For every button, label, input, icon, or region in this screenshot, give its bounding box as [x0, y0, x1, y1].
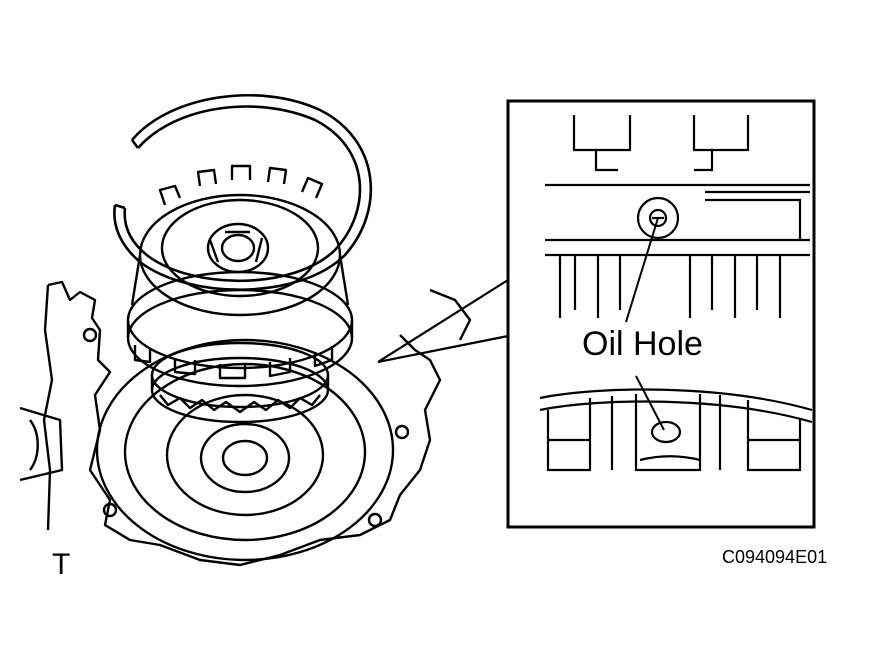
- transmission-case: [19, 280, 472, 567]
- inset-frame: [506, 99, 816, 529]
- corner-mark: T: [52, 548, 70, 581]
- leader-lines: [377, 279, 509, 364]
- clutch-drum-assembly: [126, 164, 354, 424]
- detail-inset: Oil Hole: [506, 99, 816, 529]
- inset-upper-view: [545, 115, 810, 318]
- oil-hole-pointers: [625, 217, 665, 431]
- snap-ring: [113, 94, 373, 291]
- inset-lower-view: [539, 388, 813, 472]
- oil-hole-label: Oil Hole: [582, 325, 703, 363]
- figure-id: C094094E01: [722, 547, 827, 567]
